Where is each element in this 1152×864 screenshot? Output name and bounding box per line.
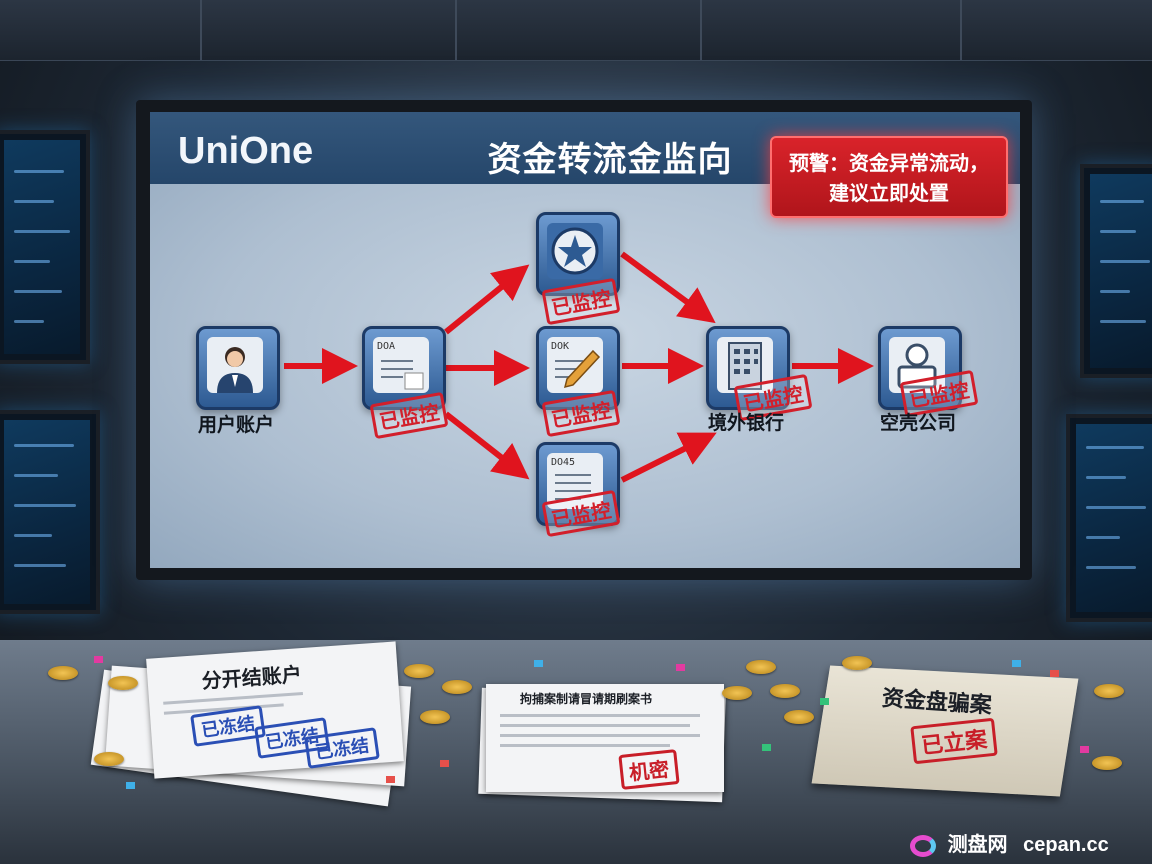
confetti (1050, 670, 1059, 677)
alert-line-1: 预警：资金异常流动， (789, 151, 989, 175)
paper-arrest-document: 拘捕案制请冒请期刷案书 (486, 684, 724, 792)
monitor-screen (4, 420, 90, 604)
gold-coin (770, 684, 800, 698)
gold-coin (722, 686, 752, 700)
doc3-code: DO45 (551, 457, 576, 468)
confetti (126, 782, 135, 789)
node-document-2: DOK (536, 326, 620, 410)
paper-text-line (500, 744, 670, 747)
label-shell-company: 空壳公司 (879, 412, 956, 434)
ceiling-seam (455, 0, 457, 60)
gold-coin (442, 680, 472, 694)
doc1-code: DOA (377, 341, 396, 352)
monitor-screen (1076, 424, 1152, 612)
user-icon (207, 337, 263, 393)
shell-company-icon (889, 337, 945, 393)
paper-text-line (500, 734, 700, 737)
node-user-account (196, 326, 280, 410)
node-document-1: DOA (362, 326, 446, 410)
arrow-seal-to-bank (620, 251, 716, 324)
document-pen-icon: DOK (547, 337, 603, 393)
alert-line-2: 建议立即处置 (829, 181, 949, 205)
star-seal-icon (547, 223, 603, 279)
watermark: 测盘网 cepan.cc (910, 828, 1109, 857)
watermark-logo-icon (910, 834, 936, 857)
confetti (676, 664, 685, 671)
paper-text-line (500, 724, 690, 727)
confetti (1080, 746, 1089, 753)
monitor-screen (1090, 174, 1152, 368)
ceiling-seam (200, 0, 202, 60)
confetti (440, 760, 449, 767)
node-shell-company (878, 326, 962, 410)
watermark-domain: cepan.cc (1023, 834, 1109, 856)
node-seal (536, 212, 620, 296)
paper-text-line (500, 714, 700, 717)
alert-banner: 预警：资金异常流动， 建议立即处置 (770, 136, 1008, 218)
confetti (762, 744, 771, 751)
ceiling-seam (960, 0, 962, 60)
confetti (1012, 660, 1021, 667)
stamp-confidential: 机密 (618, 749, 680, 790)
document-icon: DO45 (547, 453, 603, 509)
bank-building-icon (717, 337, 773, 393)
gold-coin (1094, 684, 1124, 698)
doc2-code: DOK (551, 341, 570, 352)
paper-title-accounts: 分开结账户 (200, 662, 303, 694)
main-display: UniOne 资金转流金监向 预警：资金异常流动， 建议立即处置 用户账户 (150, 112, 1020, 568)
gold-coin (94, 752, 124, 766)
confetti (386, 776, 395, 783)
confetti (820, 698, 829, 705)
monitor-screen (4, 140, 80, 354)
gold-coin (420, 710, 450, 724)
gold-coin (404, 664, 434, 678)
right-monitor-top (1080, 164, 1152, 378)
confetti (534, 660, 543, 667)
confetti (94, 656, 103, 663)
label-user-account: 用户账户 (197, 414, 274, 436)
node-overseas-bank (706, 326, 790, 410)
gold-coin (1092, 756, 1122, 770)
arrow-doc1-to-seal (444, 264, 530, 335)
arrow-doc3-to-bank (620, 432, 717, 483)
watermark-name: 测盘网 (947, 834, 1008, 856)
paper-title-arrest: 拘捕案制请冒请期刷案书 (520, 692, 653, 706)
left-monitor-top (0, 130, 90, 364)
arrow-doc1-to-doc3 (444, 411, 530, 480)
gold-coin (746, 660, 776, 674)
gold-coin (108, 676, 138, 690)
gold-coin (842, 656, 872, 670)
ceiling (0, 0, 1152, 61)
left-monitor-bottom (0, 410, 100, 614)
gold-coin (784, 710, 814, 724)
node-document-3: DO45 (536, 442, 620, 526)
brand-logo: UniOne (178, 130, 314, 172)
screen-title: 资金转流金监向 (487, 140, 733, 180)
ceiling-seam (700, 0, 702, 60)
flow-arrows (284, 251, 874, 483)
label-overseas-bank: 境外银行 (707, 412, 784, 434)
document-icon: DOA (373, 337, 429, 393)
gold-coin (48, 666, 78, 680)
right-monitor-bottom (1066, 414, 1152, 622)
